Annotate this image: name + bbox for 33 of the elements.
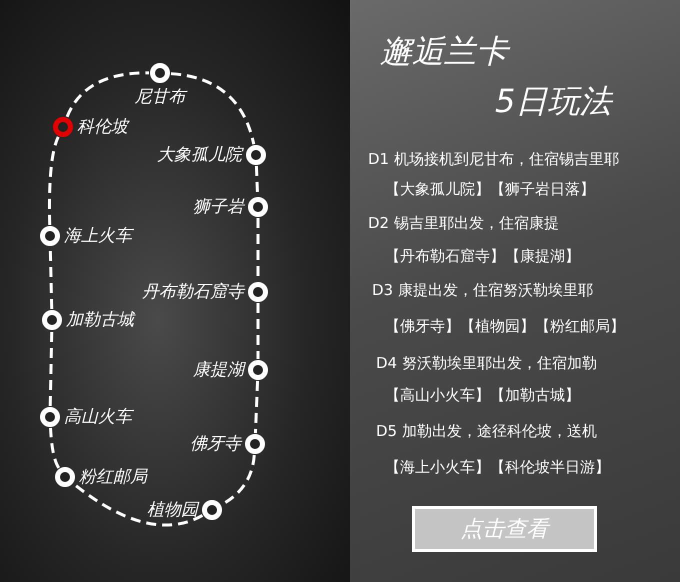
stop-name: 狮子岩 xyxy=(193,197,244,217)
itinerary-text: 【海上小火车】【科伦坡半日游】 xyxy=(385,458,610,477)
itinerary-text: D1 机场接机到尼甘布，住宿锡吉里耶 xyxy=(368,150,619,169)
dashed-route-line xyxy=(254,380,260,434)
dashed-route-line xyxy=(48,330,54,406)
itinerary-text: D5 加勒出发，途径科伦坡，送机 xyxy=(376,422,597,441)
dashed-route-line xyxy=(48,136,60,226)
dashed-route-line xyxy=(170,72,256,145)
stop-name: 佛牙寺 xyxy=(190,434,241,454)
itinerary-text: 【佛牙寺】【植物园】【粉红邮局】 xyxy=(385,317,625,336)
dashed-route-line xyxy=(72,482,204,527)
stop-name: 科伦坡 xyxy=(77,117,128,137)
stop-name: 丹布勒石窟寺 xyxy=(142,282,244,302)
dashed-route-line xyxy=(66,71,150,118)
stop-name: 康提湖 xyxy=(193,360,244,380)
stop-name: 海上火车 xyxy=(64,226,132,246)
stop-name: 高山火车 xyxy=(64,407,132,427)
stop-name: 加勒古城 xyxy=(66,310,134,330)
itinerary-text: D4 努沃勒埃里耶出发，住宿加勒 xyxy=(376,354,597,373)
subtitle: 5日玩法 xyxy=(495,81,612,122)
stop-name: 植物园 xyxy=(147,500,198,520)
stop-name: 尼甘布 xyxy=(134,87,186,107)
itinerary-text: 【高山小火车】【加勒古城】 xyxy=(385,386,580,405)
itinerary-text: D3 康提出发，住宿努沃勒埃里耶 xyxy=(372,281,593,300)
title: 邂逅兰卡 xyxy=(380,30,508,74)
itinerary-text: 【丹布勒石窟寺】【康提湖】 xyxy=(385,247,580,266)
dashed-route-line xyxy=(49,428,60,469)
view-button: 点击查看 xyxy=(412,506,597,552)
stop-name: 粉红邮局 xyxy=(79,467,147,487)
stop-name: 大象孤儿院 xyxy=(157,145,242,165)
dashed-route-line xyxy=(256,303,260,359)
itinerary-text: D2 锡吉里耶出发，住宿康提 xyxy=(368,214,559,233)
itinerary-text: 【大象孤儿院】【狮子岩日落】 xyxy=(385,180,595,199)
